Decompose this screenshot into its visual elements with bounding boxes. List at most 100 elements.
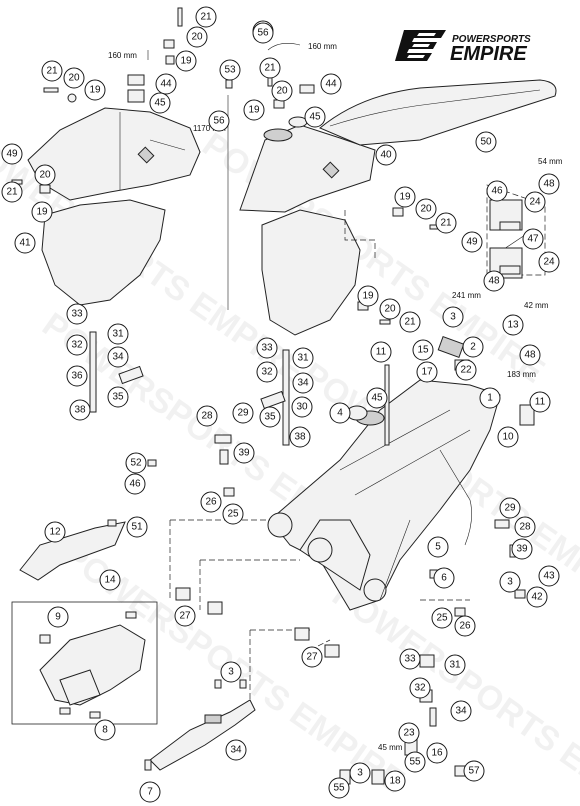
callout-circle (149, 92, 171, 114)
callout-56: 56 (252, 22, 274, 44)
callout-circle (291, 396, 313, 418)
callout-number: 29 (504, 503, 516, 514)
callout-23: 23 (398, 722, 420, 744)
callout-44: 44 (155, 73, 177, 95)
callout-number: 20 (384, 304, 396, 315)
callout-circle (292, 372, 314, 394)
seat (319, 79, 557, 146)
callout-25: 25 (222, 503, 244, 525)
callout-42: 42 (526, 586, 548, 608)
callout-number: 1 (487, 393, 493, 404)
callout-number: 4 (337, 408, 343, 419)
callout-25: 25 (431, 607, 453, 629)
callout-circle (375, 144, 397, 166)
callout-55: 55 (328, 777, 350, 799)
callout-46: 46 (486, 180, 508, 202)
callout-48: 48 (538, 173, 560, 195)
callout-29: 29 (499, 497, 521, 519)
callout-number: 14 (104, 575, 116, 586)
callout-circle (243, 99, 265, 121)
callout-circle (232, 402, 254, 424)
callout-10: 10 (497, 426, 519, 448)
callout-number: 16 (431, 748, 443, 759)
callout-circle (399, 311, 421, 333)
bracket-12 (19, 521, 126, 581)
callout-31: 31 (444, 654, 466, 676)
callout-number: 33 (261, 343, 273, 354)
callout-circle (519, 344, 541, 366)
callout-number: 49 (6, 149, 18, 160)
callout-circle (94, 719, 116, 741)
callout-number: 51 (131, 522, 143, 533)
callout-35: 35 (259, 406, 281, 428)
callout-41: 41 (14, 232, 36, 254)
callout-45: 45 (366, 387, 388, 409)
callout-16: 16 (426, 742, 448, 764)
callout-number: 19 (180, 56, 192, 67)
callout-circle (499, 571, 521, 593)
callout-circle (124, 473, 146, 495)
callout-circle (289, 426, 311, 448)
callout-circle (514, 516, 536, 538)
callout-20: 20 (186, 26, 208, 48)
callout-39: 39 (233, 442, 255, 464)
callout-2: 2 (462, 336, 484, 358)
callout-circle (107, 346, 129, 368)
brand-logo: POWERSPORTS EMPIRE (395, 30, 531, 65)
callout-circle (538, 565, 560, 587)
callout-number: 25 (436, 613, 448, 624)
callout-number: 56 (213, 116, 225, 127)
callout-28: 28 (196, 405, 218, 427)
callout-circle (84, 79, 106, 101)
callout-circle (155, 73, 177, 95)
callout-27: 27 (174, 605, 196, 627)
callout-circle (34, 164, 56, 186)
callout-30: 30 (291, 396, 313, 418)
callout-number: 11 (535, 397, 546, 408)
callout-number: 31 (297, 353, 309, 364)
callout-20: 20 (271, 80, 293, 102)
callout-number: 43 (543, 571, 555, 582)
callout-circle (435, 212, 457, 234)
callout-number: 23 (403, 728, 415, 739)
callout-13: 13 (502, 314, 524, 336)
callout-number: 24 (529, 197, 541, 208)
callout-15: 15 (412, 339, 434, 361)
callout-number: 20 (420, 204, 432, 215)
callout-number: 44 (160, 79, 172, 90)
callout-circle (475, 131, 497, 153)
callout-21: 21 (195, 6, 217, 28)
callout-number: 3 (228, 667, 234, 678)
callout-number: 21 (6, 187, 18, 198)
callout-33: 33 (66, 303, 88, 325)
callout-circle (357, 285, 379, 307)
callout-number: 55 (333, 783, 345, 794)
callout-circle (47, 606, 69, 628)
callout-circle (433, 567, 455, 589)
callout-number: 27 (179, 611, 191, 622)
callout-3: 3 (442, 306, 464, 328)
callout-circle (463, 760, 485, 782)
callout-45: 45 (304, 106, 326, 128)
callout-number: 34 (455, 706, 467, 717)
callout-20: 20 (34, 164, 56, 186)
callout-circle (31, 201, 53, 223)
callout-circle (366, 387, 388, 409)
callout-number: 35 (264, 412, 276, 423)
callout-5: 5 (427, 536, 449, 558)
callout-circle (233, 442, 255, 464)
callout-circle (538, 173, 560, 195)
callout-number: 24 (543, 257, 555, 268)
callout-circle (195, 6, 217, 28)
callout-53: 53 (219, 59, 241, 81)
callout-circle (196, 405, 218, 427)
callout-35: 35 (107, 386, 129, 408)
callout-3: 3 (220, 661, 242, 683)
callout-26: 26 (200, 491, 222, 513)
callout-circle (455, 359, 477, 381)
callout-50: 50 (475, 131, 497, 153)
callout-20: 20 (379, 298, 401, 320)
callout-55: 55 (404, 751, 426, 773)
callout-12: 12 (44, 521, 66, 543)
